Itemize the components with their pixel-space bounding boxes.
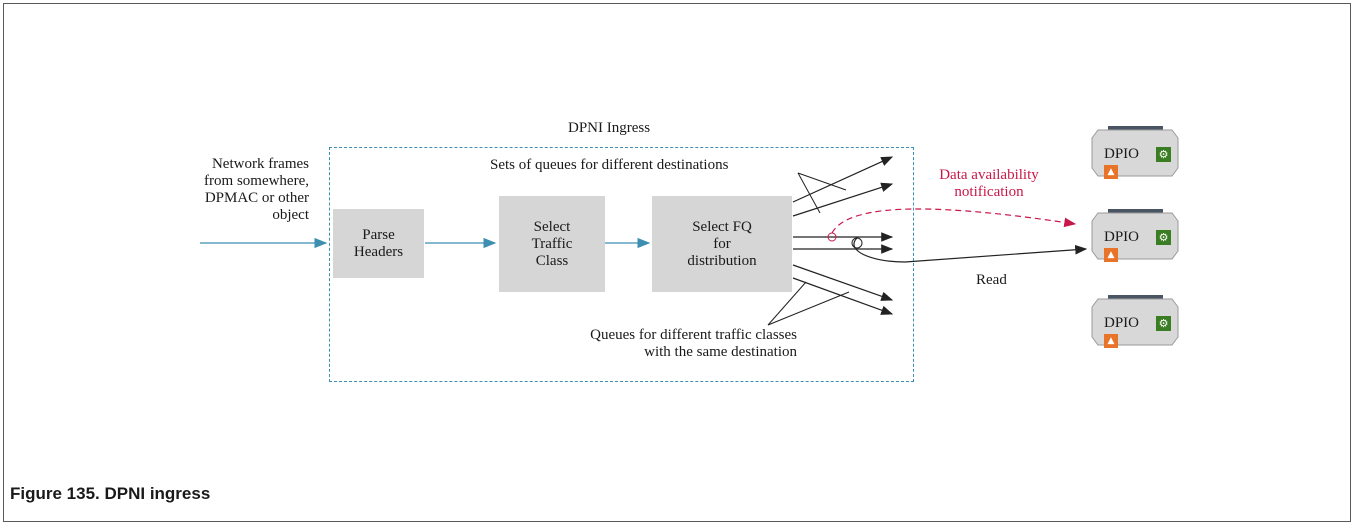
read-arrow <box>853 237 1088 263</box>
dpio-node-1: DPIO ⚙ ▲ <box>1090 126 1180 184</box>
gear-icon: ⚙ <box>1156 147 1171 162</box>
queue-arrow-up-2 <box>792 182 894 217</box>
select-fq-box: Select FQ for distribution <box>652 196 792 292</box>
sets-pointer-1 <box>797 172 847 191</box>
bell-icon: ▲ <box>1104 165 1118 179</box>
dpio-node-2: DPIO ⚙ ▲ <box>1090 209 1180 267</box>
sets-of-queues-label: Sets of queues for different destination… <box>490 157 729 173</box>
parse-headers-label: Parse Headers <box>353 226 404 260</box>
dpio-label: DPIO <box>1104 146 1140 162</box>
bell-icon: ▲ <box>1104 248 1118 262</box>
ingress-title: DPNI Ingress <box>568 120 651 136</box>
parse-headers-box: Parse Headers <box>333 209 424 278</box>
dpni-ingress-boundary <box>329 147 914 382</box>
dpio-label: DPIO <box>1104 315 1140 331</box>
read-label: Read <box>976 272 1007 288</box>
queues-pointer-1 <box>767 281 807 326</box>
notification-arrow <box>831 208 1077 234</box>
input-label: Network frames from somewhere, DPMAC or … <box>204 156 309 223</box>
queues-pointer-2 <box>767 291 850 326</box>
gear-icon: ⚙ <box>1156 316 1171 331</box>
notification-label: Data availability notification <box>939 167 1039 200</box>
figure-frame <box>3 3 1351 522</box>
bell-icon: ▲ <box>1104 334 1118 348</box>
select-traffic-class-label: Select Traffic Class <box>531 218 573 269</box>
queue-arrow-down-1 <box>792 264 894 301</box>
select-fq-label: Select FQ for distribution <box>687 218 757 269</box>
queues-traffic-classes-label: Queues for different traffic classes wit… <box>590 327 797 360</box>
dpio-node-3: DPIO ⚙ ▲ <box>1090 295 1180 353</box>
dpio-label: DPIO <box>1104 229 1140 245</box>
gear-icon: ⚙ <box>1156 230 1171 245</box>
sets-pointer-2 <box>797 172 821 214</box>
queue-arrow-down-2 <box>792 277 894 315</box>
figure-caption: Figure 135. DPNI ingress <box>10 484 211 503</box>
select-traffic-class-box: Select Traffic Class <box>499 196 605 292</box>
